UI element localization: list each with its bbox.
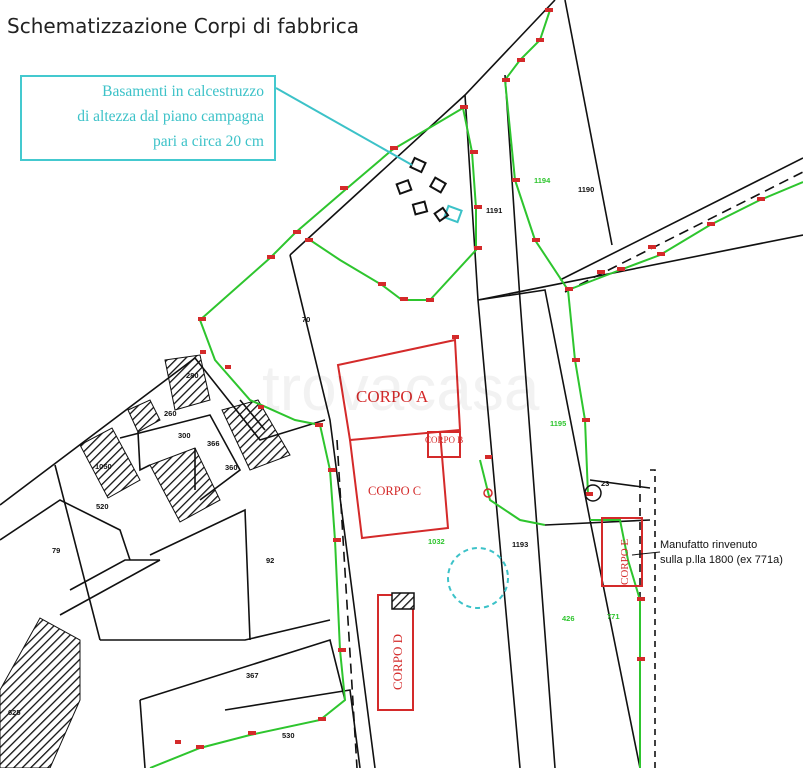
parcel-625: 625	[8, 708, 21, 717]
parcel-1190: 1190	[578, 185, 594, 194]
parcel-70: 70	[302, 315, 310, 324]
parcel-366: 366	[207, 439, 220, 448]
parcel-771: 771	[607, 612, 620, 621]
concrete-bases-callout: Basamenti in calcestruzzo di altezza dal…	[20, 75, 276, 161]
parcel-300: 300	[178, 431, 191, 440]
survey-station-23	[584, 484, 602, 502]
page-title: Schematizzazione Corpi di fabbrica	[7, 14, 360, 38]
parcel-1194: 1194	[534, 176, 551, 185]
note-leader	[631, 551, 661, 556]
parcel-92: 92	[266, 556, 274, 565]
building-label-d: CORPO D	[390, 634, 405, 690]
building-label-a: CORPO A	[356, 387, 429, 406]
parcel-numbers: 1194 1190 1191 70 1195 23 1032 1193 426 …	[8, 176, 620, 740]
parcel-1032: 1032	[428, 537, 445, 546]
hatched-square	[391, 592, 415, 610]
parcel-367: 367	[246, 671, 259, 680]
concrete-bases	[395, 156, 463, 224]
callout-line-1: Basamenti in calcestruzzo	[102, 83, 264, 100]
building-label-c: CORPO C	[368, 484, 421, 498]
found-structure-note: Manufatto rinvenuto sulla p.lla 1800 (ex…	[660, 538, 783, 568]
survey-points	[175, 8, 765, 749]
parcel-1191: 1191	[486, 206, 502, 215]
parcel-280: 280	[186, 371, 199, 380]
parcel-1050: 1050	[95, 462, 112, 471]
parcel-426: 426	[562, 614, 575, 623]
building-label-b: CORPO B	[425, 435, 463, 445]
note-line-2: sulla p.lla 1800 (ex 771a)	[660, 554, 783, 566]
circular-structure	[447, 547, 509, 609]
parcel-1193: 1193	[512, 540, 528, 549]
parcel-79: 79	[52, 546, 60, 555]
building-outlines	[336, 338, 643, 711]
note-line-1: Manufatto rinvenuto	[660, 539, 758, 551]
building-label-e: CORPO E	[619, 539, 631, 585]
parcel-23: 23	[601, 479, 609, 488]
watermark: trovacasa	[262, 352, 540, 424]
callout-line-3: pari a circa 20 cm	[152, 133, 264, 150]
small-red-circle	[483, 488, 493, 498]
parcel-520: 520	[96, 502, 109, 511]
parcel-260: 260	[164, 409, 177, 418]
parcel-1195: 1195	[550, 419, 566, 428]
parcel-530: 530	[282, 731, 295, 740]
callout-leader	[275, 87, 413, 166]
parcel-360: 360	[225, 463, 238, 472]
callout-line-2: di altezza dal piano campagna	[77, 108, 264, 125]
